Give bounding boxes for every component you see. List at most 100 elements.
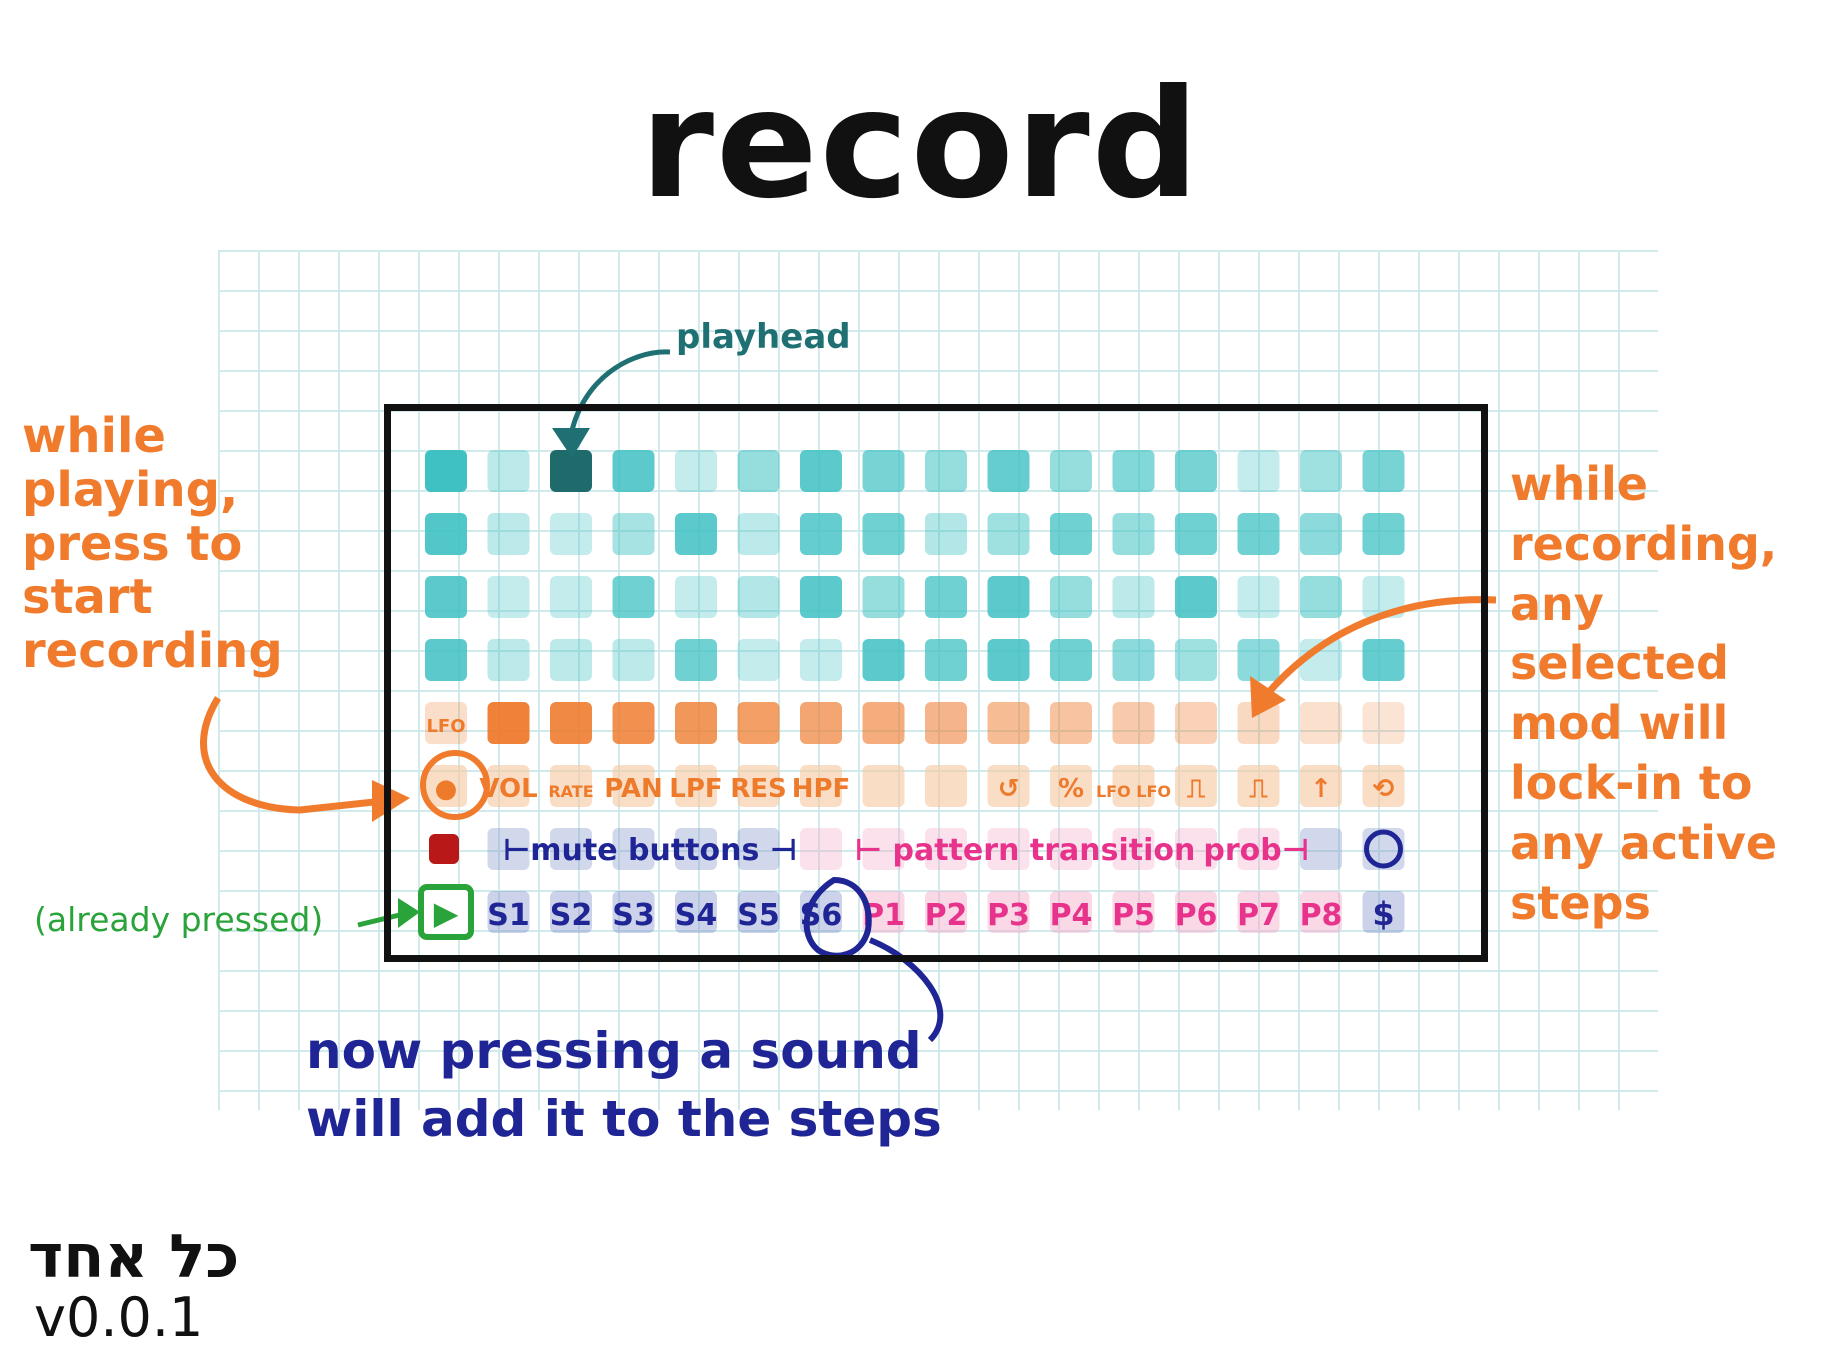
step-pad[interactable]: [425, 576, 467, 618]
pattern-pad[interactable]: [1300, 891, 1342, 933]
mute-or-pattern-pad[interactable]: [612, 828, 655, 870]
mod-pad[interactable]: [1175, 702, 1217, 744]
control-pad[interactable]: [1362, 765, 1405, 807]
step-pad[interactable]: [862, 639, 905, 681]
pattern-pad[interactable]: [925, 891, 967, 933]
mute-or-pattern-pad[interactable]: [487, 828, 530, 870]
mod-pad[interactable]: [800, 702, 842, 744]
step-pad[interactable]: [1300, 450, 1342, 492]
step-pad[interactable]: [1362, 576, 1405, 618]
step-pad[interactable]: [800, 450, 842, 492]
mod-pad[interactable]: [925, 702, 967, 744]
step-pad[interactable]: [737, 513, 780, 555]
mute-or-pattern-pad[interactable]: [675, 828, 717, 870]
stop-pad[interactable]: [429, 834, 459, 864]
control-pad[interactable]: [800, 765, 842, 807]
pattern-pad[interactable]: [1237, 891, 1280, 933]
mute-or-pattern-pad[interactable]: [1112, 828, 1155, 870]
step-pad[interactable]: [737, 450, 780, 492]
step-pad[interactable]: [1050, 639, 1092, 681]
control-pad[interactable]: [1050, 765, 1092, 807]
step-pad[interactable]: [612, 576, 655, 618]
step-pad[interactable]: [862, 450, 905, 492]
step-pad[interactable]: [1237, 639, 1280, 681]
pattern-pad[interactable]: [987, 891, 1030, 933]
step-pad[interactable]: [925, 450, 967, 492]
step-pad[interactable]: [1112, 513, 1155, 555]
step-pad[interactable]: [1175, 639, 1217, 681]
step-pad[interactable]: [925, 513, 967, 555]
step-pad[interactable]: [1237, 513, 1280, 555]
step-pad[interactable]: [612, 639, 655, 681]
step-pad[interactable]: [487, 450, 530, 492]
control-pad[interactable]: [737, 765, 780, 807]
mod-pad[interactable]: [862, 702, 905, 744]
step-pad[interactable]: [1050, 576, 1092, 618]
step-pad[interactable]: [925, 576, 967, 618]
step-pad[interactable]: [1237, 450, 1280, 492]
step-pad[interactable]: [987, 576, 1030, 618]
step-pad[interactable]: [550, 576, 592, 618]
step-pad[interactable]: [550, 513, 592, 555]
step-pad[interactable]: [925, 639, 967, 681]
mod-pad[interactable]: [1050, 702, 1092, 744]
step-pad[interactable]: [1175, 513, 1217, 555]
step-pad[interactable]: [737, 639, 780, 681]
control-pad[interactable]: [987, 765, 1030, 807]
dollar-pad[interactable]: [1362, 891, 1405, 933]
mod-pad[interactable]: [987, 702, 1030, 744]
mod-pad[interactable]: [425, 702, 467, 744]
mod-pad[interactable]: [1300, 702, 1342, 744]
pattern-pad[interactable]: [1050, 891, 1092, 933]
step-pad[interactable]: [1175, 576, 1217, 618]
mod-pad[interactable]: [1237, 702, 1280, 744]
step-pad[interactable]: [550, 639, 592, 681]
sound-pad[interactable]: [487, 891, 530, 933]
control-pad[interactable]: [612, 765, 655, 807]
control-pad[interactable]: [487, 765, 530, 807]
step-pad[interactable]: [425, 513, 467, 555]
step-pad[interactable]: [1050, 450, 1092, 492]
control-pad[interactable]: [1175, 765, 1217, 807]
step-pad[interactable]: [487, 576, 530, 618]
mod-pad[interactable]: [487, 702, 530, 744]
control-pad[interactable]: [1237, 765, 1280, 807]
mute-or-pattern-pad[interactable]: [987, 828, 1030, 870]
step-pad[interactable]: [487, 639, 530, 681]
step-pad[interactable]: [1050, 513, 1092, 555]
mute-or-pattern-pad[interactable]: [862, 828, 905, 870]
step-pad[interactable]: [612, 450, 655, 492]
step-pad[interactable]: [675, 513, 717, 555]
step-pad[interactable]: [1362, 450, 1405, 492]
step-pad[interactable]: [1112, 576, 1155, 618]
step-pad[interactable]: [800, 513, 842, 555]
clock-icon[interactable]: [1364, 829, 1403, 869]
pattern-pad[interactable]: [1112, 891, 1155, 933]
step-pad[interactable]: [800, 576, 842, 618]
step-pad[interactable]: [862, 513, 905, 555]
play-button[interactable]: [418, 884, 474, 940]
step-pad[interactable]: [1112, 450, 1155, 492]
step-pad[interactable]: [987, 639, 1030, 681]
step-pad[interactable]: [987, 513, 1030, 555]
step-pad[interactable]: [1362, 513, 1405, 555]
step-pad[interactable]: [1300, 576, 1342, 618]
step-pad[interactable]: [1300, 513, 1342, 555]
mod-pad[interactable]: [1112, 702, 1155, 744]
sound-pad[interactable]: [737, 891, 780, 933]
mute-or-pattern-pad[interactable]: [1237, 828, 1280, 870]
mute-or-pattern-pad[interactable]: [1300, 828, 1342, 870]
step-pad[interactable]: [862, 576, 905, 618]
control-pad[interactable]: [925, 765, 967, 807]
step-pad[interactable]: [675, 450, 717, 492]
mod-pad[interactable]: [612, 702, 655, 744]
mod-pad[interactable]: [675, 702, 717, 744]
mute-or-pattern-pad[interactable]: [1175, 828, 1217, 870]
step-pad[interactable]: [425, 450, 467, 492]
pattern-pad[interactable]: [1175, 891, 1217, 933]
step-pad[interactable]: [675, 639, 717, 681]
mute-or-pattern-pad[interactable]: [1050, 828, 1092, 870]
sound-pad[interactable]: [550, 891, 592, 933]
control-pad[interactable]: [1112, 765, 1155, 807]
step-pad[interactable]: [800, 639, 842, 681]
